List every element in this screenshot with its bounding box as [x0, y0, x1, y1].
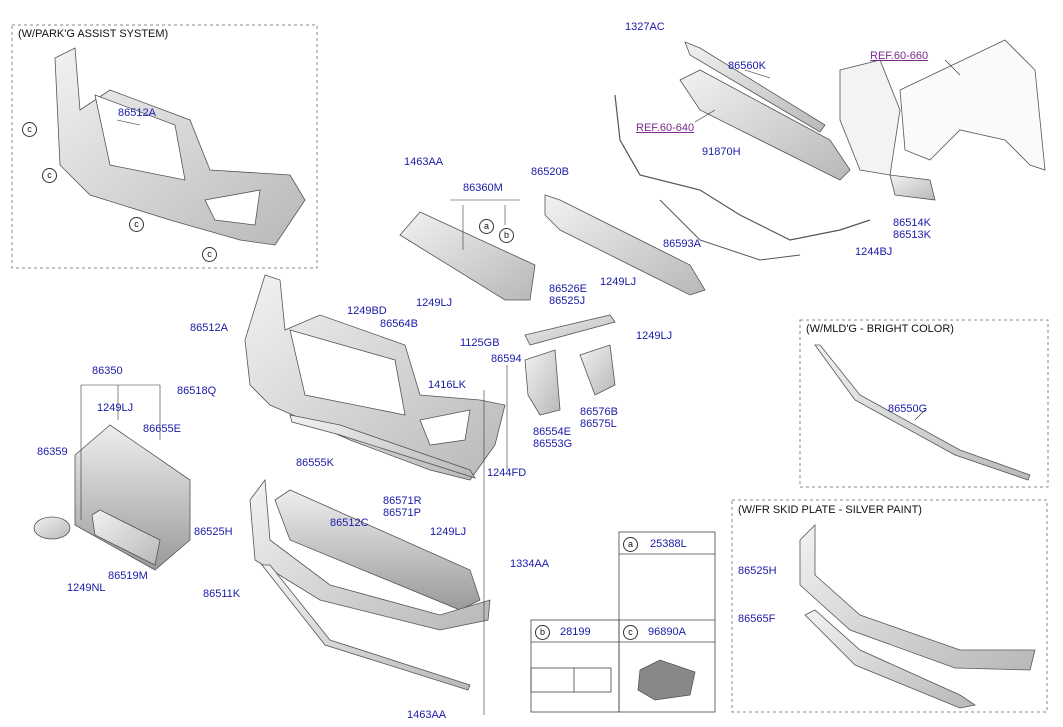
part-label[interactable]: 86571R: [383, 495, 422, 507]
part-label[interactable]: 86525H: [194, 526, 233, 538]
part-label[interactable]: 86350: [92, 365, 123, 377]
park-assist-inset-title: (W/PARK'G ASSIST SYSTEM): [18, 28, 169, 40]
part-label[interactable]: 86560K: [728, 60, 766, 72]
table-c-circle: c: [623, 625, 638, 640]
table-a-circle: a: [623, 537, 638, 552]
part-label[interactable]: 1249BD: [347, 305, 387, 317]
part-label[interactable]: 86520B: [531, 166, 569, 178]
part-label[interactable]: 86525J: [549, 295, 586, 307]
part-label[interactable]: 86513K: [893, 229, 931, 241]
part-label[interactable]: 86564B: [380, 318, 418, 330]
part-label[interactable]: 86550G: [888, 403, 928, 415]
part-label[interactable]: 1463AA: [407, 709, 447, 721]
part-label[interactable]: 1125GB: [460, 337, 500, 349]
part-label[interactable]: 86512A: [190, 322, 228, 334]
skid-plate-lower-part: [804, 609, 977, 709]
side-bracket-part: [524, 349, 561, 416]
part-label[interactable]: 86518Q: [177, 385, 217, 397]
part-label[interactable]: 86519M: [108, 570, 148, 582]
callout-c-circle: c: [202, 247, 217, 262]
part-label[interactable]: 1334AA: [510, 558, 550, 570]
lower-lip-part: [249, 478, 491, 631]
ref-link-60-640[interactable]: REF.60-640: [636, 122, 695, 134]
sensor-part: [637, 659, 696, 701]
part-label[interactable]: 1327AC: [625, 21, 665, 33]
part-label[interactable]: 86512C: [330, 517, 369, 529]
part-label[interactable]: 86525H: [738, 565, 777, 577]
callout-c-circle: c: [129, 217, 144, 232]
license-bracket-part: [91, 509, 161, 566]
part-label-25388L[interactable]: 25388L: [650, 538, 687, 550]
part-label[interactable]: 86511K: [203, 588, 241, 600]
part-label[interactable]: 86575L: [580, 418, 617, 430]
wiring-harness-part: [614, 94, 871, 241]
moulding-part: [814, 344, 1031, 481]
part-label[interactable]: 86565F: [738, 613, 776, 625]
part-label[interactable]: 86576B: [580, 406, 618, 418]
part-label[interactable]: 86655E: [143, 423, 181, 435]
part-label[interactable]: 86512A: [118, 107, 156, 119]
lower-grille-part: [274, 489, 481, 611]
part-label[interactable]: 1249NL: [67, 582, 106, 594]
part-label[interactable]: 86571P: [383, 507, 421, 519]
part-label[interactable]: 1249LJ: [430, 526, 467, 538]
part-label[interactable]: 1249LJ: [600, 276, 637, 288]
bumper-cover-inset-part: [54, 47, 306, 246]
callout-c-circle: c: [22, 122, 37, 137]
part-label[interactable]: 86359: [37, 446, 68, 458]
part-label[interactable]: 86360M: [463, 182, 503, 194]
part-label-96890A[interactable]: 96890A: [648, 626, 686, 638]
part-label[interactable]: 86554E: [533, 426, 571, 438]
ref-link-60-660[interactable]: REF.60-660: [870, 50, 929, 62]
part-label-28199[interactable]: 28199: [560, 626, 591, 638]
skid-plate-upper-part: [799, 524, 1036, 671]
part-label[interactable]: 1249LJ: [97, 402, 134, 414]
part-label[interactable]: 86594: [491, 353, 522, 365]
callout-c-circle: c: [42, 168, 57, 183]
skid-inset-title: (W/FR SKID PLATE - SILVER PAINT): [738, 504, 922, 516]
part-label[interactable]: 1244BJ: [855, 246, 893, 258]
part-label[interactable]: 91870H: [702, 146, 741, 158]
table-b-circle: b: [535, 625, 550, 640]
fender-part: [899, 39, 1046, 171]
part-label[interactable]: 86526E: [549, 283, 587, 295]
emblem-part: [33, 516, 71, 540]
part-label[interactable]: 1249LJ: [416, 297, 453, 309]
part-label[interactable]: 1244FD: [487, 467, 527, 479]
upper-reinf-part: [684, 41, 826, 133]
part-label[interactable]: 86514K: [893, 217, 931, 229]
callout-a-circle: a: [479, 219, 494, 234]
air-guard-part: [399, 211, 536, 301]
part-label[interactable]: 1463AA: [404, 156, 444, 168]
mldg-inset-title: (W/MLD'G - BRIGHT COLOR): [806, 323, 954, 335]
callout-b-circle: b: [499, 228, 514, 243]
part-label[interactable]: 86593A: [663, 238, 701, 250]
part-label[interactable]: 86555K: [296, 457, 334, 469]
crossmember-part: [544, 194, 706, 296]
part-label[interactable]: 1416LK: [428, 379, 466, 391]
part-label[interactable]: 1249LJ: [636, 330, 673, 342]
part-label[interactable]: 86553G: [533, 438, 573, 450]
skid-strip-part: [261, 564, 471, 691]
